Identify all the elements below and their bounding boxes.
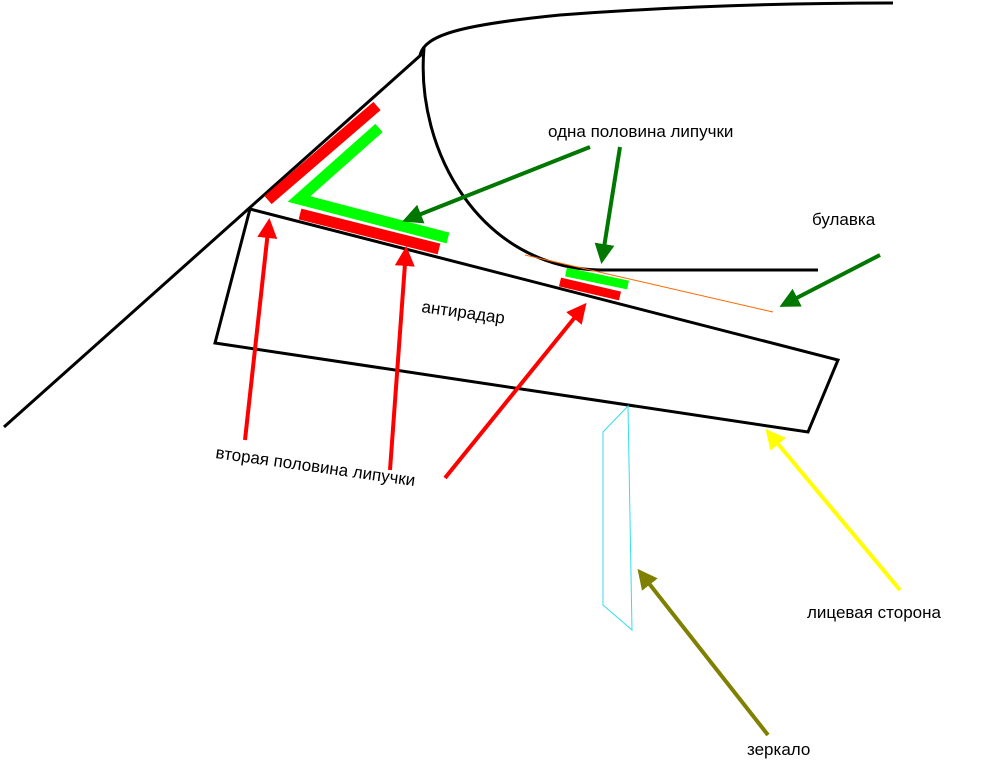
- label-front-side: лицевая сторона: [807, 603, 941, 622]
- velcro-green-corner: [287, 123, 450, 244]
- red-arrow-2: [388, 246, 415, 471]
- label-one-half: одна половина липучки: [548, 122, 733, 141]
- pin-line: [524, 254, 774, 313]
- velcro-red-small: [558, 277, 622, 301]
- roof-line: [418, 1, 894, 56]
- red-arrow-3: [443, 302, 587, 480]
- dashboard-curve: [421, 47, 818, 272]
- label-mirror: зеркало: [747, 740, 810, 759]
- windshield-line: [3, 52, 423, 429]
- label-second-half: вторая половина липучки: [214, 443, 416, 490]
- velcro-red-top: [298, 208, 441, 255]
- antiradar-box: [213, 207, 841, 434]
- yellow-arrow: [765, 428, 902, 592]
- mirror-shape: [602, 404, 633, 632]
- green-arrow-pin: [779, 253, 881, 307]
- olive-arrow: [637, 568, 770, 737]
- label-pin: булавка: [812, 210, 876, 229]
- label-antiradar: антирадар: [420, 297, 506, 327]
- red-arrow-1: [243, 218, 278, 441]
- green-arrow-2: [594, 146, 622, 264]
- green-arrow-1: [402, 145, 591, 224]
- velcro-green-small: [565, 267, 629, 290]
- velcro-red-windshield: [264, 101, 381, 205]
